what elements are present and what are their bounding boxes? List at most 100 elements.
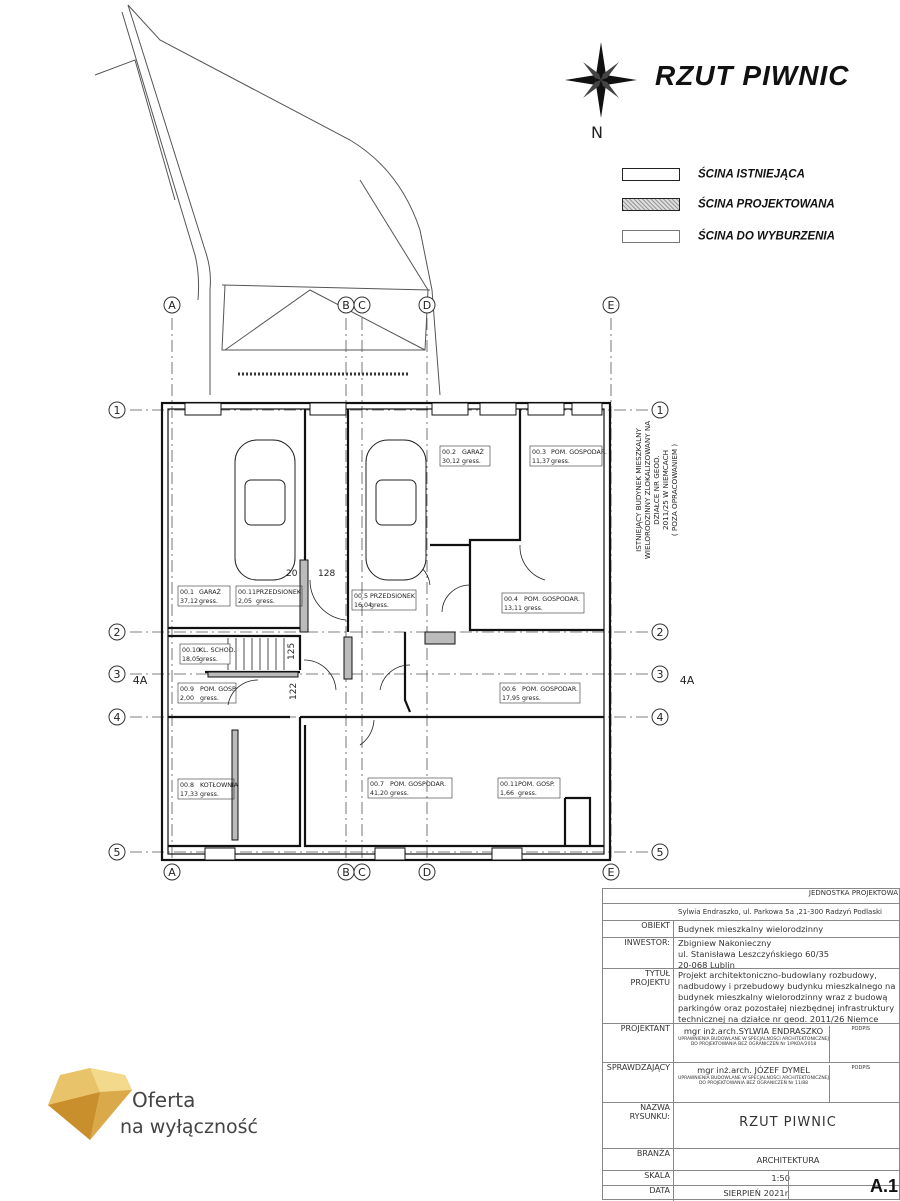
axis-markers: [108, 296, 669, 881]
tb-skala-label: SKALA: [602, 1171, 674, 1186]
tb-branza-label: BRANŻA: [602, 1149, 674, 1171]
svg-text:ISTNIEJĄCY BUDYNEK MIESZKALNY: ISTNIEJĄCY BUDYNEK MIESZKALNY: [634, 427, 643, 551]
tb-header: JEDNOSTKA PROJEKTOWA: [808, 889, 898, 897]
title-block: JEDNOSTKA PROJEKTOWA Sylwia Endraszko, u…: [602, 888, 900, 1201]
tb-data: SIERPIEŃ 2021r.: [723, 1188, 790, 1198]
axis-label-b: B: [342, 299, 350, 312]
axis-label-a: A: [168, 299, 176, 312]
svg-text:00.2: 00.2: [442, 449, 456, 456]
svg-text:PRZEDSIONEK: PRZEDSIONEK: [256, 589, 302, 596]
tb-podpis-2: PODPIS: [851, 1065, 870, 1071]
axis-label-4: 4: [114, 711, 121, 724]
axis-label-2-right: 2: [657, 626, 664, 639]
north-arrow-icon: [565, 42, 637, 118]
svg-text:13,11: 13,11: [504, 605, 522, 612]
svg-text:00.6: 00.6: [502, 686, 516, 693]
legend-swatch-existing: [622, 168, 680, 181]
svg-text:GARAŻ: GARAŻ: [462, 447, 485, 456]
tb-inwestor-label: INWESTOR:: [602, 938, 674, 969]
svg-text:1,66: 1,66: [500, 790, 514, 797]
north-label: N: [591, 123, 603, 142]
svg-text:00.8: 00.8: [180, 782, 194, 789]
svg-text:gress.: gress.: [199, 598, 218, 605]
svg-text:30,12: 30,12: [442, 458, 460, 465]
svg-text:2,05: 2,05: [238, 598, 252, 605]
svg-text:gress.: gress.: [200, 695, 219, 702]
tb-projektant-label: PROJEKTANT: [602, 1024, 674, 1063]
driveway-outline: [94, 4, 441, 396]
tb-skala: 1:50: [771, 1173, 790, 1183]
svg-text:gress.: gress.: [462, 458, 481, 465]
logo-diamond-icon: [48, 1068, 132, 1140]
logo-line-1: Oferta: [132, 1088, 196, 1112]
stairs: [227, 638, 285, 670]
svg-text:gress.: gress.: [390, 790, 409, 797]
svg-text:17,33: 17,33: [180, 791, 198, 798]
svg-text:18,05: 18,05: [182, 656, 200, 663]
svg-text:37,12: 37,12: [180, 598, 198, 605]
tb-obiekt-label: OBIEKT: [602, 921, 674, 938]
projected-walls: [207, 559, 456, 841]
axis-label-5: 5: [114, 846, 121, 859]
axis-label-e: E: [608, 299, 615, 312]
svg-text:gress.: gress.: [256, 598, 275, 605]
neighbour-building-note: ISTNIEJĄCY BUDYNEK MIESZKALNY WIELORODZI…: [634, 421, 679, 559]
section-mark-right: 4A: [680, 674, 695, 687]
tb-data-label: DATA: [602, 1186, 674, 1201]
svg-text:00.11: 00.11: [500, 781, 518, 788]
svg-text:17,95: 17,95: [502, 695, 520, 702]
svg-text:WIELORODZINNY ZLOKALIZOWANY NA: WIELORODZINNY ZLOKALIZOWANY NA: [643, 421, 652, 559]
svg-text:PRZEDSIONEK: PRZEDSIONEK: [370, 593, 416, 600]
section-mark-left: 4A: [133, 674, 148, 687]
svg-text:POM. GOSP.: POM. GOSP.: [200, 686, 237, 693]
svg-text:00.10: 00.10: [182, 647, 200, 654]
svg-text:KOTŁOWNIA: KOTŁOWNIA: [200, 782, 239, 789]
legend-existing-wall: ŚCINA ISTNIEJĄCA: [622, 168, 805, 181]
axis-label-2: 2: [114, 626, 121, 639]
svg-text:POM. GOSPODAR.: POM. GOSPODAR.: [524, 596, 580, 603]
svg-text:00.5: 00.5: [354, 593, 368, 600]
svg-text:gress.: gress.: [551, 458, 570, 465]
svg-text:gress.: gress.: [518, 790, 537, 797]
svg-text:2,00: 2,00: [180, 695, 194, 702]
svg-text:11,37: 11,37: [532, 458, 550, 465]
axis-label-5-right: 5: [657, 846, 664, 859]
svg-text:POM. GOSP.: POM. GOSP.: [518, 781, 555, 788]
svg-text:GARAŻ: GARAŻ: [199, 587, 222, 596]
legend-swatch-designed: [622, 198, 680, 211]
axis-label-b-bottom: B: [342, 866, 350, 879]
axis-label-4-right: 4: [657, 711, 664, 724]
axis-label-c-bottom: C: [358, 866, 366, 879]
dimension-122: 122: [289, 683, 299, 700]
svg-text:DZIAŁCE NR GEOD.: DZIAŁCE NR GEOD.: [652, 455, 661, 525]
tb-sheet-number: A.1: [869, 1176, 898, 1196]
dimension-125: 125: [287, 643, 297, 660]
drawing-title: RZUT PIWNIC: [655, 60, 850, 91]
dimension-20: 20: [286, 569, 298, 579]
svg-text:gress.: gress.: [200, 791, 219, 798]
axis-label-1: 1: [114, 404, 121, 417]
svg-text:gress.: gress.: [199, 656, 218, 663]
svg-text:POM. GOSPODAR.: POM. GOSPODAR.: [522, 686, 578, 693]
axis-label-3: 3: [114, 668, 121, 681]
car-icon: [234, 439, 427, 581]
axis-label-1-right: 1: [657, 404, 664, 417]
svg-text:gress.: gress.: [524, 605, 543, 612]
axis-label-d: D: [423, 299, 431, 312]
axis-label-3-right: 3: [657, 668, 664, 681]
offer-logo: Oferta na wyłączność: [44, 1066, 264, 1146]
windows: [184, 402, 603, 861]
legend-swatch-demolish: [622, 230, 680, 243]
